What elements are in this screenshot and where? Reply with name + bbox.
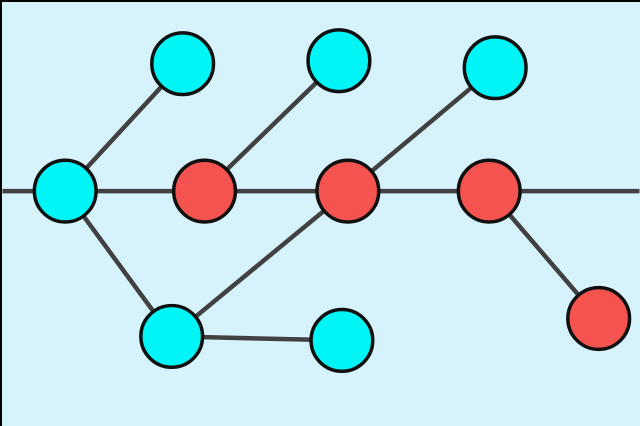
graph-node-leaf-top-1[interactable] bbox=[150, 31, 216, 97]
graph-node-line-red-2[interactable] bbox=[315, 158, 381, 224]
graph-node-leaf-bottom[interactable] bbox=[309, 307, 375, 374]
graph-node-leaf-bottom-right[interactable] bbox=[566, 285, 632, 352]
graph-node-hub-bottom[interactable] bbox=[139, 303, 205, 370]
graph-node-line-red-1[interactable] bbox=[171, 158, 238, 224]
graph-node-hub-left[interactable] bbox=[32, 158, 98, 224]
graph-node-line-red-3[interactable] bbox=[456, 158, 522, 224]
graph-edge-hub-bottom-line-red-2 bbox=[170, 189, 350, 339]
graph-node-leaf-top-3[interactable] bbox=[462, 35, 528, 101]
graph-node-leaf-top-2[interactable] bbox=[306, 28, 372, 94]
